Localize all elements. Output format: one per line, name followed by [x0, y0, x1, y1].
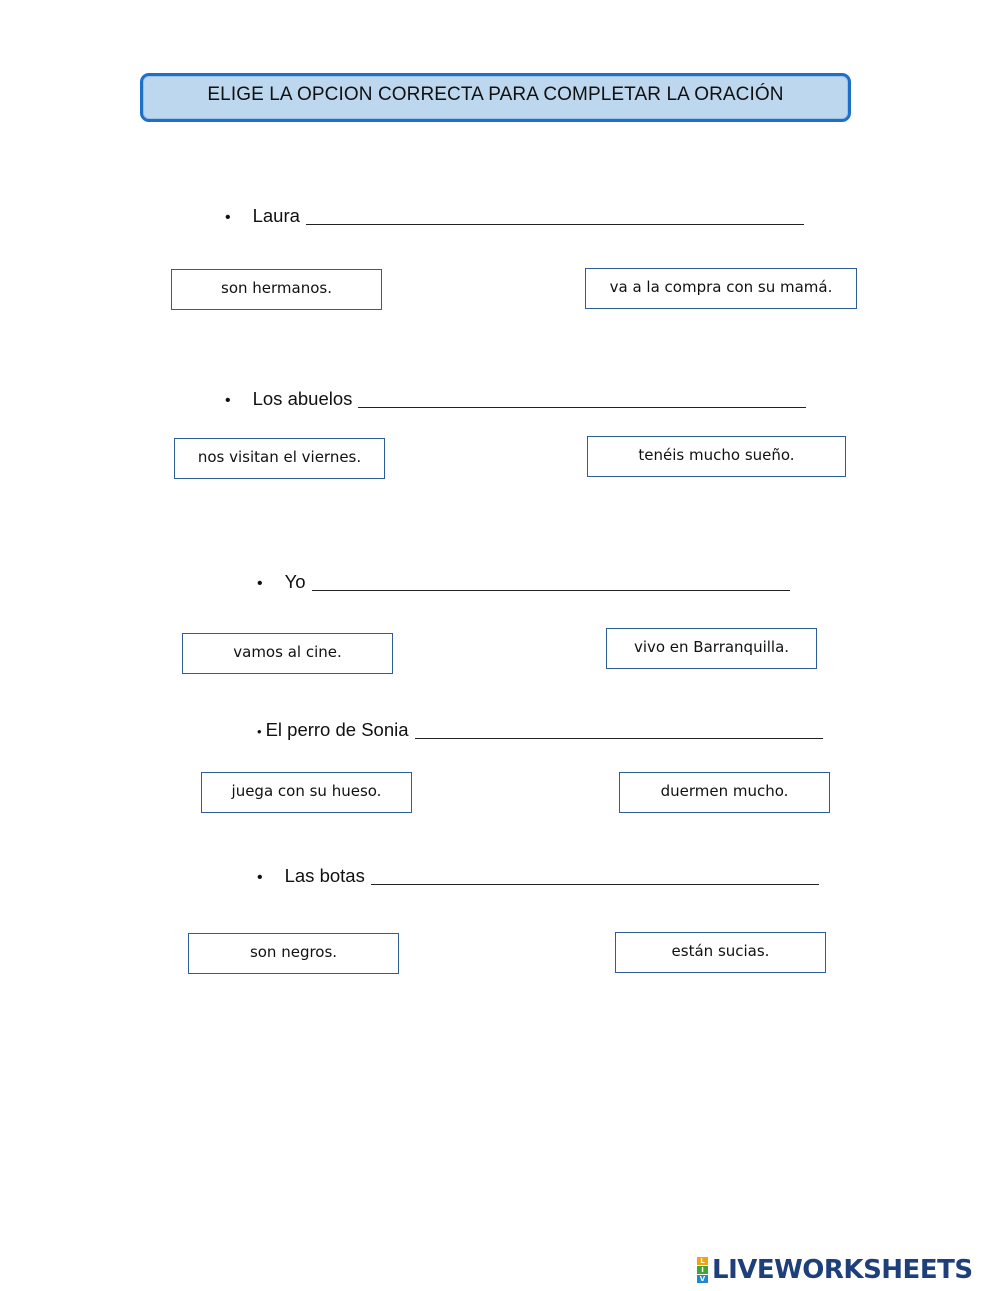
option-2a[interactable]: nos visitan el viernes.: [174, 438, 385, 479]
answer-blank: [311, 589, 790, 591]
sentence-subject: Yo: [284, 571, 306, 592]
bullet-icon: •: [225, 392, 231, 409]
answer-blank: [305, 223, 804, 225]
option-3b[interactable]: vivo en Barranquilla.: [606, 628, 817, 669]
sentence-5: • Las botas: [257, 865, 819, 887]
logo-cubes-icon: L I V: [697, 1257, 708, 1283]
option-2b[interactable]: tenéis mucho sueño.: [587, 436, 846, 477]
instruction-title: ELIGE LA OPCION CORRECTA PARA COMPLETAR …: [207, 83, 784, 105]
sentence-1: • Laura: [225, 205, 804, 227]
liveworksheets-logo: L I V LIVEWORKSHEETS: [697, 1255, 973, 1285]
sentence-subject: Las botas: [284, 865, 365, 886]
option-3a[interactable]: vamos al cine.: [182, 633, 393, 674]
option-4b[interactable]: duermen mucho.: [619, 772, 830, 813]
sentence-subject: Los abuelos: [252, 388, 353, 409]
sentence-subject: El perro de Sonia: [265, 719, 409, 740]
sentence-4: • El perro de Sonia: [257, 719, 823, 741]
instruction-banner: ELIGE LA OPCION CORRECTA PARA COMPLETAR …: [140, 73, 851, 122]
option-5b[interactable]: están sucias.: [615, 932, 826, 973]
option-1b[interactable]: va a la compra con su mamá.: [585, 268, 857, 309]
answer-blank: [414, 737, 823, 739]
logo-text: LIVEWORKSHEETS: [712, 1255, 973, 1285]
sentence-2: • Los abuelos: [225, 388, 807, 410]
option-1a[interactable]: son hermanos.: [171, 269, 382, 310]
option-5a[interactable]: son negros.: [188, 933, 399, 974]
bullet-icon: •: [257, 575, 263, 592]
option-4a[interactable]: juega con su hueso.: [201, 772, 412, 813]
sentence-3: • Yo: [257, 571, 790, 593]
bullet-icon: •: [225, 209, 231, 226]
answer-blank: [370, 883, 819, 885]
sentence-subject: Laura: [252, 205, 300, 226]
bullet-icon: •: [257, 869, 263, 886]
bullet-icon: •: [257, 724, 262, 739]
answer-blank: [358, 406, 807, 408]
